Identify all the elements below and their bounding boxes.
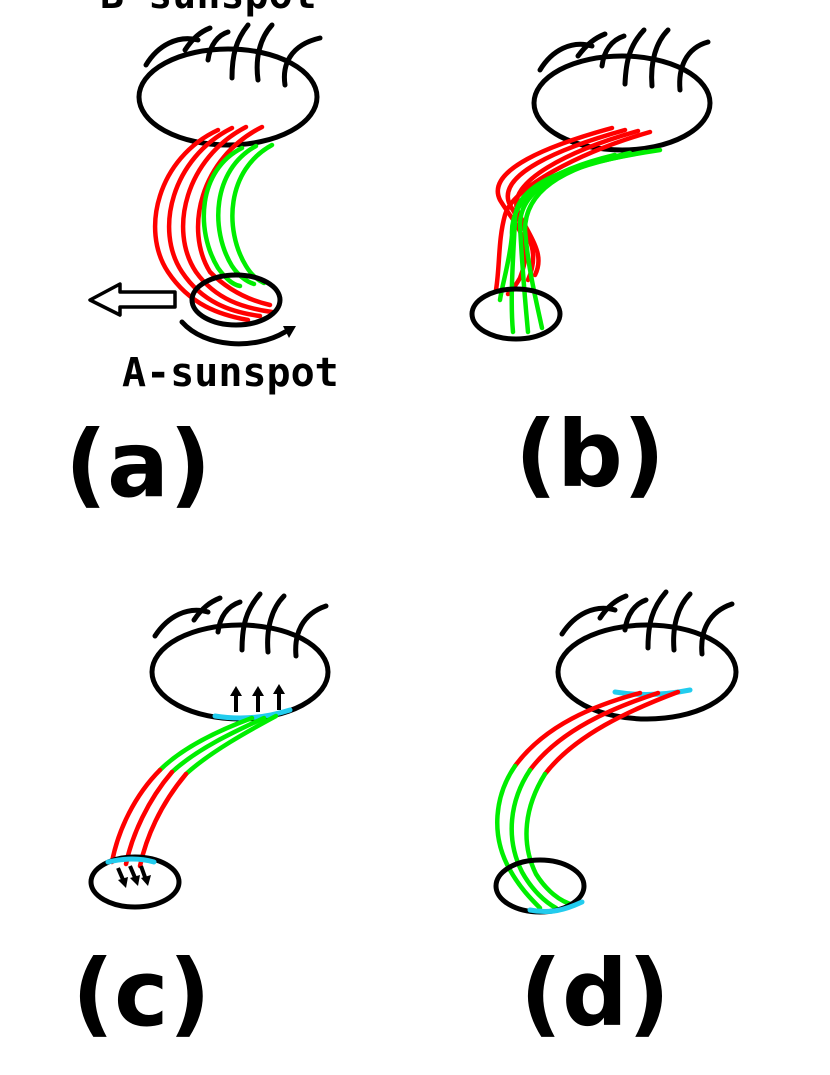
upflow-arrow-icon [230,684,285,712]
a-sunspot-ellipse [189,272,283,328]
field-lines-d [495,689,681,911]
panel-a-label: (a) [65,411,211,518]
b-sunspot-ellipse-d [555,622,739,722]
green-field-lines-a [201,142,275,289]
red-field-lines-b [493,125,653,297]
b-sunspot-field-lines-b [537,27,711,93]
panel-a: B-sunspot [65,0,339,518]
panel-c: (c) [72,591,331,1047]
hollow-arrow-left-icon [88,282,177,317]
panel-b-label: (b) [515,401,665,508]
green-field-lines-b [497,147,663,335]
a-sunspot-ellipse-b [469,286,563,342]
panel-d: (d) [493,589,739,1047]
b-sunspot-field-lines-c [152,591,329,659]
a-sunspot-label: A-sunspot [122,350,339,396]
b-sunspot-ellipse [136,46,320,148]
cyan-footpoint-a-d [527,899,585,915]
b-sunspot-field-lines [143,22,323,88]
b-sunspot-field-lines-d [559,589,735,657]
b-sunspot-label: B-sunspot [100,0,317,18]
curved-arrow-right-icon [179,319,296,347]
downflow-arrow-icon [116,865,151,888]
panel-c-label: (c) [72,940,211,1047]
panel-b: (b) [469,27,713,508]
panel-d-label: (d) [520,940,670,1047]
red-field-lines-a [152,124,275,323]
cyan-footpoint-a-c [105,856,157,865]
b-sunspot-ellipse-b [531,53,713,153]
field-lines-c [109,713,279,869]
